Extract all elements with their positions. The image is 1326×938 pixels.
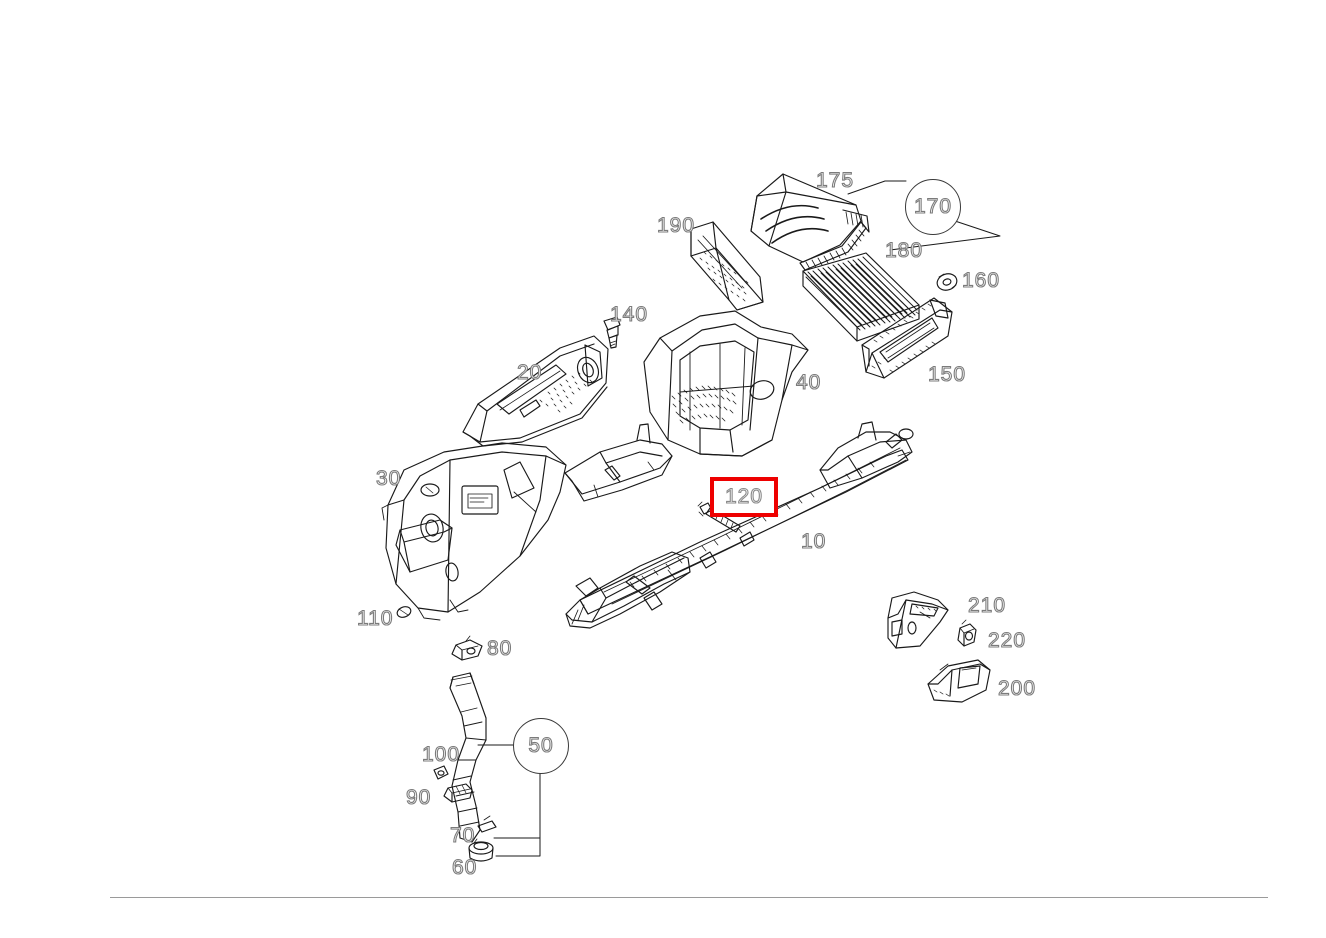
part-30-main-housing bbox=[381, 442, 567, 621]
part-60-grommet bbox=[468, 838, 494, 862]
part-label-90: 90 bbox=[405, 786, 432, 809]
part-40-blower-housing bbox=[643, 310, 809, 457]
part-label-190: 190 bbox=[656, 214, 696, 237]
part-175-filter-cover bbox=[750, 173, 870, 271]
part-160-washer bbox=[936, 273, 958, 291]
group-callout-50: 50 bbox=[513, 718, 569, 774]
part-label-110: 110 bbox=[356, 607, 394, 630]
part-80-retaining-clip bbox=[451, 635, 483, 661]
part-label-150: 150 bbox=[927, 363, 967, 386]
part-90-clip bbox=[433, 765, 473, 803]
part-label-20: 20 bbox=[516, 361, 543, 384]
leader-lines-50 bbox=[477, 744, 541, 857]
leader-lines-170 bbox=[847, 180, 1001, 251]
part-190-intake-grille bbox=[690, 221, 764, 311]
part-label-200: 200 bbox=[997, 677, 1037, 700]
highlight-label: 120 bbox=[724, 484, 764, 508]
part-label-70: 70 bbox=[449, 824, 476, 847]
part-110-clip bbox=[396, 606, 412, 618]
footer-divider bbox=[110, 897, 1268, 898]
part-label-10: 10 bbox=[800, 530, 827, 553]
part-label-80: 80 bbox=[486, 637, 513, 660]
part-label-180: 180 bbox=[884, 239, 924, 262]
part-210-mounting-bracket bbox=[887, 591, 949, 649]
group-callout-170: 170 bbox=[905, 179, 961, 235]
part-200-bracket-lower bbox=[927, 659, 991, 703]
part-label-160: 160 bbox=[961, 269, 1001, 292]
part-70-clamp bbox=[477, 815, 497, 833]
part-220-clip-fastener bbox=[957, 619, 977, 647]
part-label-175: 175 bbox=[815, 169, 855, 192]
part-100-drain-hose bbox=[449, 672, 487, 843]
part-label-140: 140 bbox=[609, 303, 649, 326]
part-150-heater-core-frame bbox=[861, 297, 953, 379]
part-140-bolt bbox=[603, 316, 621, 349]
part-label-30: 30 bbox=[375, 467, 402, 490]
part-label-40: 40 bbox=[795, 371, 822, 394]
part-20-left-air-duct bbox=[462, 335, 609, 447]
part-label-220: 220 bbox=[987, 629, 1027, 652]
part-180-cabin-air-filter bbox=[802, 252, 920, 342]
highlighted-part-120[interactable]: 120 bbox=[710, 477, 778, 517]
part-label-210: 210 bbox=[967, 594, 1007, 617]
part-label-60: 60 bbox=[451, 856, 478, 879]
part-label-100: 100 bbox=[421, 743, 461, 766]
